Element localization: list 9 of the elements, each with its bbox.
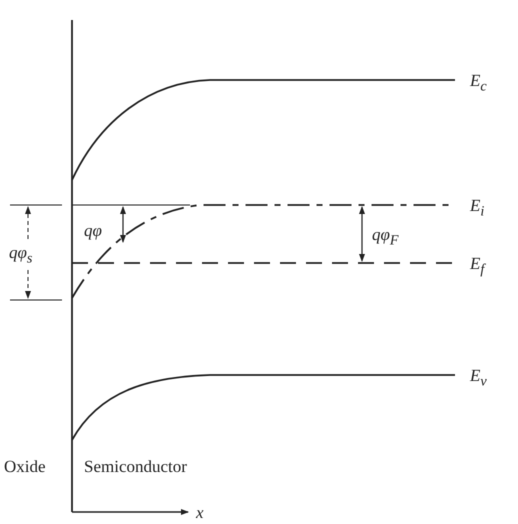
energy-level-label: E$_{f}$ [470, 255, 484, 277]
potential-label: qφ$_{F}$ [372, 226, 399, 248]
axis-label: x [196, 504, 204, 521]
energy-level-label: E$_{i}$ [470, 197, 484, 219]
region-label: Semiconductor [84, 458, 187, 475]
energy-level-label: E$_{v}$ [470, 367, 487, 389]
energy-level-label: E$_{c}$ [470, 72, 487, 94]
potential-label: qφ [84, 222, 102, 239]
region-label: Oxide [4, 458, 46, 475]
